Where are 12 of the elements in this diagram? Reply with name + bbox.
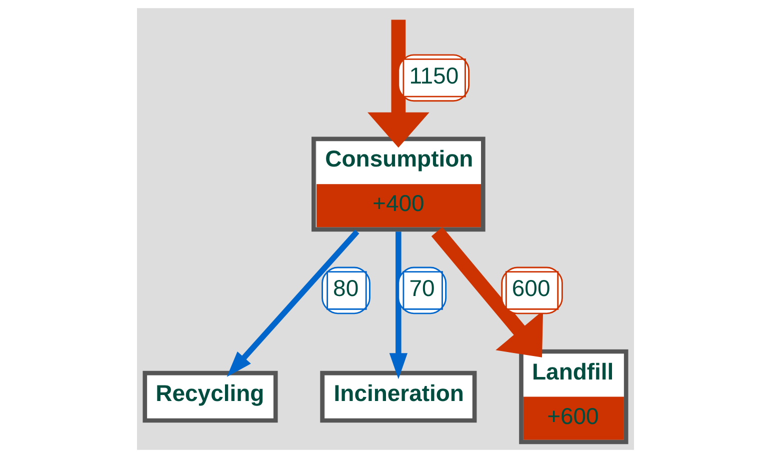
edge-label: 1150: [409, 62, 459, 88]
node-box: Incineration: [320, 370, 477, 423]
node-box: Landfill +600: [519, 349, 628, 444]
arrow: [226, 230, 360, 377]
arrow: [389, 232, 408, 380]
node-box: Consumption +400: [312, 136, 486, 232]
node-box: Recycling: [142, 370, 278, 423]
edge-label: 80: [333, 274, 359, 301]
arrow: [431, 227, 544, 358]
edge-label: 70: [409, 274, 435, 301]
arrow: [368, 20, 430, 148]
edge-label: 600: [512, 274, 550, 301]
